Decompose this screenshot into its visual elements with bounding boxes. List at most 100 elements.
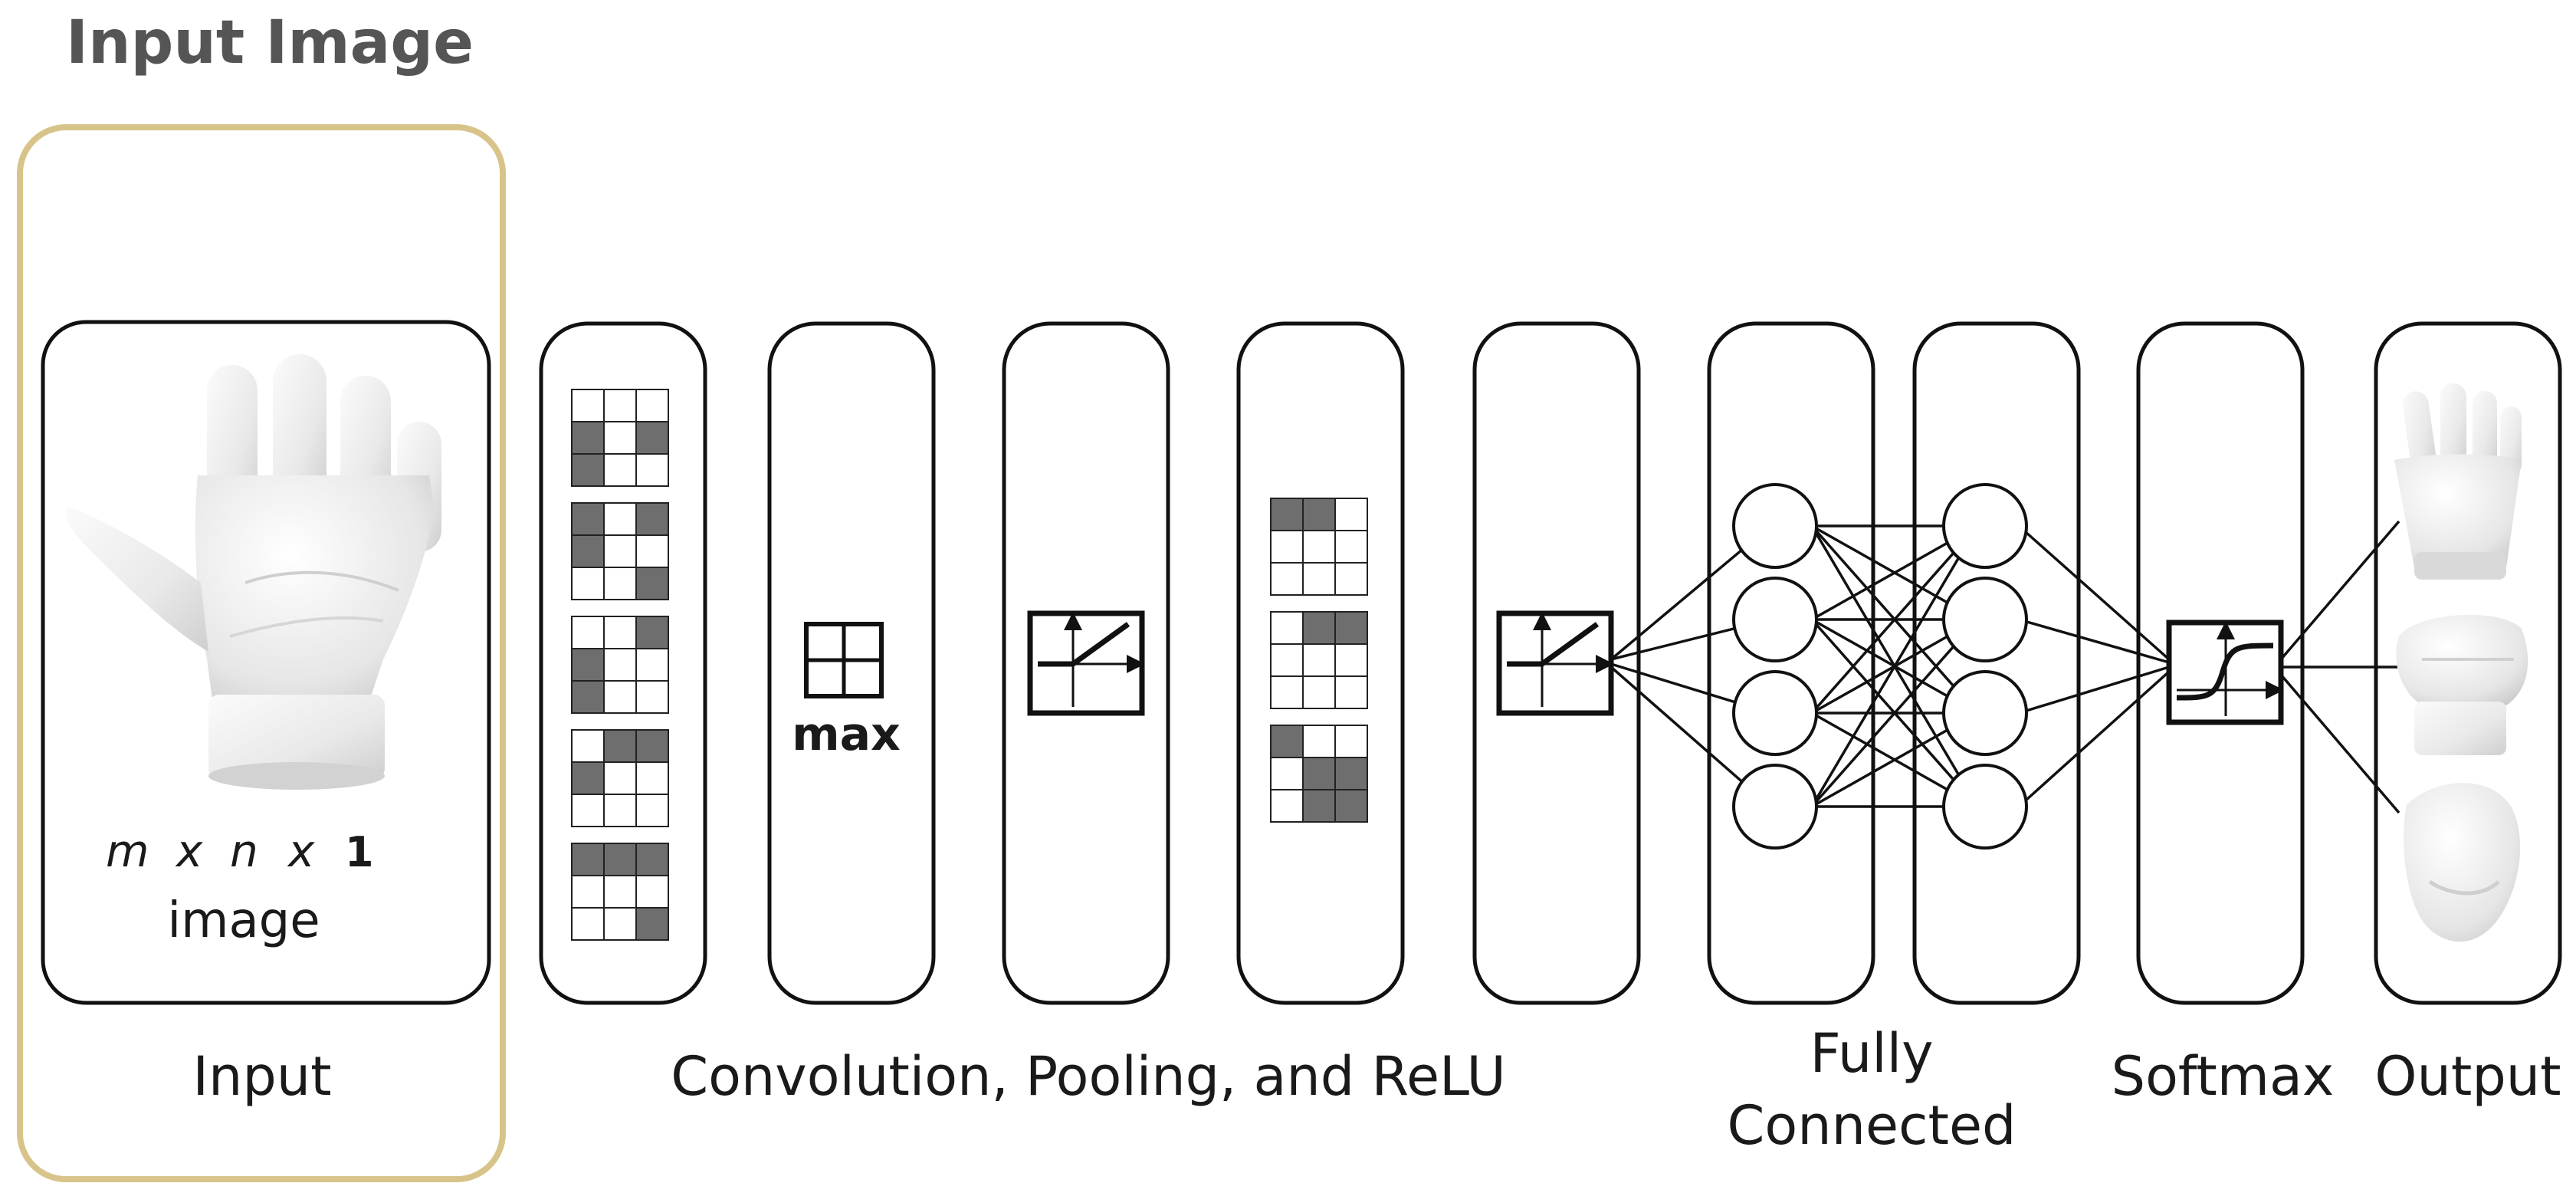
filter-cell-empty xyxy=(571,875,605,909)
filter-cell-empty xyxy=(571,794,605,827)
filter-cell-empty xyxy=(603,453,637,487)
filter-grid xyxy=(1270,498,1368,596)
output-fist-image xyxy=(2396,614,2528,755)
filter-cell-filled xyxy=(635,729,669,763)
max-pooling-label: max xyxy=(792,708,901,761)
fc-layer2-node xyxy=(1942,764,2028,850)
filter-cell-empty xyxy=(603,648,637,682)
relu-icon-2 xyxy=(1496,610,1614,716)
stage-label-input: Input xyxy=(192,1045,331,1108)
filter-cell-empty xyxy=(1270,643,1304,677)
stage-label-softmax: Softmax xyxy=(2112,1045,2335,1108)
filter-cell-empty xyxy=(603,534,637,568)
filter-cell-filled xyxy=(635,616,669,649)
fully-connected-column-1 xyxy=(1707,321,1875,1005)
filter-cell-empty xyxy=(1270,530,1304,564)
filter-cell-empty xyxy=(571,907,605,941)
filter-cell-empty xyxy=(603,875,637,909)
filter-cell-empty xyxy=(603,794,637,827)
input-image-heading: Input Image xyxy=(66,8,474,77)
filter-cell-empty xyxy=(635,875,669,909)
svg-text:m: m xyxy=(106,825,149,877)
filter-cell-filled xyxy=(635,907,669,941)
filter-cell-filled xyxy=(571,761,605,795)
filter-cell-empty xyxy=(1334,530,1368,564)
filter-cell-filled xyxy=(571,680,605,714)
filter-cell-filled xyxy=(603,729,637,763)
filter-cell-empty xyxy=(635,648,669,682)
filter-grid xyxy=(571,843,669,941)
filter-cell-empty xyxy=(603,389,637,422)
filter-cell-empty xyxy=(603,567,637,600)
filter-cell-empty xyxy=(1334,498,1368,531)
filter-cell-filled xyxy=(1302,498,1336,531)
filter-cell-filled xyxy=(571,421,605,455)
filter-cell-filled xyxy=(571,534,605,568)
filter-cell-empty xyxy=(603,761,637,795)
output-open-hand-image xyxy=(2394,383,2522,580)
stage-label-fully-connected-line1: Fully xyxy=(1810,1022,1933,1085)
input-highlight-frame xyxy=(17,124,506,1182)
fc-layer1-node xyxy=(1732,670,1818,756)
fc-layer1-node xyxy=(1732,483,1818,569)
filter-cell-filled xyxy=(635,421,669,455)
filter-cell-empty xyxy=(603,616,637,649)
filter-cell-filled xyxy=(1334,757,1368,790)
svg-text:x: x xyxy=(175,825,203,877)
fc-layer1-node xyxy=(1732,577,1818,662)
stage-label-conv-pool-relu: Convolution, Pooling, and ReLU xyxy=(671,1045,1506,1108)
filter-cell-empty xyxy=(635,453,669,487)
filter-grid xyxy=(1270,725,1368,823)
filter-cell-empty xyxy=(635,794,669,827)
filter-grids-column-2 xyxy=(1270,498,1368,823)
svg-text:x: x xyxy=(287,825,315,877)
filter-cell-empty xyxy=(571,389,605,422)
filter-grid xyxy=(571,502,669,600)
softmax-output-connections xyxy=(2279,520,2400,814)
input-caption: image xyxy=(167,892,320,949)
input-hand-image xyxy=(66,354,441,790)
filter-cell-filled xyxy=(571,648,605,682)
filter-cell-empty xyxy=(571,616,605,649)
stage-label-output: Output xyxy=(2374,1045,2561,1108)
fc-layer1-node xyxy=(1732,764,1818,850)
filter-cell-empty xyxy=(1302,562,1336,596)
filter-cell-filled xyxy=(635,843,669,876)
filter-cell-empty xyxy=(1270,675,1304,709)
filter-cell-filled xyxy=(603,843,637,876)
filter-cell-filled xyxy=(1334,611,1368,645)
filter-cell-empty xyxy=(1334,643,1368,677)
max-pooling-icon xyxy=(804,622,884,698)
filter-cell-filled xyxy=(1270,725,1304,758)
filter-grid xyxy=(571,729,669,827)
filter-cell-empty xyxy=(1302,643,1336,677)
filter-cell-filled xyxy=(635,502,669,536)
filter-cell-empty xyxy=(1270,757,1304,790)
filter-cell-empty xyxy=(1334,725,1368,758)
filter-cell-filled xyxy=(1334,789,1368,823)
filter-cell-empty xyxy=(635,761,669,795)
filter-cell-empty xyxy=(1270,611,1304,645)
output-grasp-hand-image xyxy=(2404,783,2521,942)
filter-grids-column-1 xyxy=(571,389,669,941)
fc-layer2-node xyxy=(1942,670,2028,756)
filter-cell-empty xyxy=(1270,562,1304,596)
filter-cell-empty xyxy=(603,502,637,536)
filter-cell-filled xyxy=(635,567,669,600)
filter-cell-empty xyxy=(571,729,605,763)
filter-cell-empty xyxy=(603,421,637,455)
filter-cell-empty xyxy=(603,680,637,714)
filter-cell-filled xyxy=(571,453,605,487)
filter-cell-empty xyxy=(1302,675,1336,709)
relu-icon-1 xyxy=(1027,610,1145,716)
filter-grid xyxy=(1270,611,1368,709)
svg-text:1: 1 xyxy=(345,828,374,876)
filter-cell-empty xyxy=(571,567,605,600)
filter-cell-empty xyxy=(635,389,669,422)
filter-cell-empty xyxy=(1270,789,1304,823)
fully-connected-network xyxy=(1610,483,2171,850)
filter-cell-empty xyxy=(635,534,669,568)
softmax-icon xyxy=(2166,620,2284,725)
filter-cell-filled xyxy=(571,502,605,536)
filter-cell-filled xyxy=(1302,611,1336,645)
